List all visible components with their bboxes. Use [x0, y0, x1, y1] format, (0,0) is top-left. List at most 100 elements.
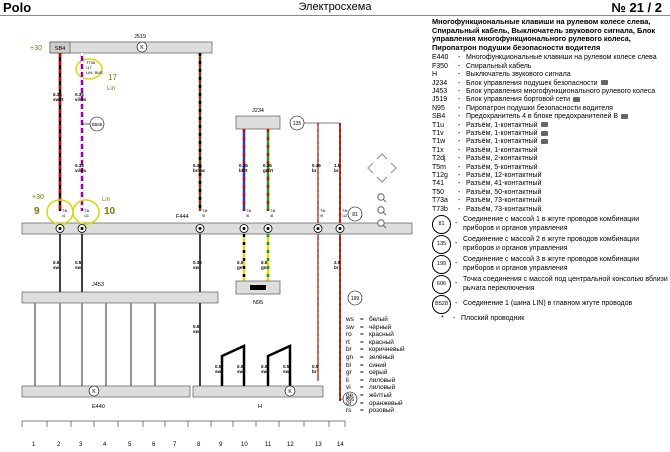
color-code: vi: [346, 384, 351, 392]
color-eq: =: [360, 353, 364, 361]
legend-desc: Соединение с массой 3 в жгуте проводов к…: [463, 256, 640, 272]
legend-dash: -: [458, 163, 461, 171]
annot-lin-a: Lin: [107, 86, 115, 92]
legend-dash: -: [458, 96, 461, 104]
node-b568-label: B568: [92, 122, 103, 127]
legend-item: E440-Многофункциональные клавиши на руле…: [432, 54, 668, 62]
color-code: rs: [346, 407, 352, 415]
camera-icon[interactable]: [540, 122, 548, 128]
color-code-row: rs=розовый: [346, 407, 405, 415]
wlabel-11b: sw: [193, 265, 200, 270]
camera-icon[interactable]: [573, 97, 581, 103]
pan-left-icon[interactable]: [367, 162, 374, 174]
connector-label: T4t: [246, 209, 252, 213]
camera-icon[interactable]: [540, 139, 548, 145]
legend-dash: -: [458, 54, 461, 62]
component-legend: Многофункциональные клавиши на рулевом к…: [432, 17, 668, 324]
legend-dash: -: [458, 104, 461, 112]
pan-down-icon[interactable]: [376, 176, 388, 183]
legend-dash: -: [458, 205, 461, 213]
legend-code: T50: [432, 188, 445, 196]
label-j519: J519: [134, 34, 146, 40]
t73b-pin: /17: [86, 65, 92, 70]
legend-code: J234: [432, 79, 448, 87]
legend-dash: -: [458, 138, 461, 146]
wlabel-4b: br/sw: [193, 168, 205, 173]
legend-dash: -: [455, 220, 458, 228]
color-eq: =: [360, 331, 364, 339]
legend-dash: -: [458, 62, 461, 70]
wlabel-21a: 0.5: [312, 364, 319, 369]
legend-code: T41: [432, 180, 445, 188]
cell-number: 10: [241, 442, 248, 448]
module-h: [192, 385, 324, 398]
wlabel-16b: sw: [215, 369, 222, 374]
legend-item: T73b-Разъём, 73-контактный: [432, 206, 668, 214]
wlabel-15a: 2.5: [334, 260, 341, 265]
camera-icon[interactable]: [600, 80, 608, 86]
color-name: лиловый: [369, 376, 396, 384]
legend-item: SB4-Предохранитель 4 в блоке предохранит…: [432, 113, 668, 121]
label-j453: J453: [92, 282, 104, 288]
ground-199: [347, 290, 363, 306]
legend-desc: Многофункциональные клавиши на рулевом к…: [466, 54, 657, 62]
legend-item: T12g-Разъём, 12-контактный: [432, 172, 668, 180]
t73b-bus: LIN, BUS: [86, 70, 103, 75]
wlabel-20b: sw: [193, 329, 200, 334]
color-code-row: ws=белый: [346, 316, 405, 324]
legend-item: H-Выключатель звукового сигнала: [432, 71, 668, 79]
color-name: оранжевый: [369, 399, 403, 407]
annot-17: 17: [108, 73, 117, 82]
wlabel-13b: ge: [237, 265, 243, 270]
zoom-in-icon[interactable]: [377, 193, 387, 203]
cell-number: 9: [219, 442, 223, 448]
cell-number: 3: [79, 442, 83, 448]
cell-number: 7: [173, 442, 177, 448]
bus-label: F444: [176, 214, 189, 220]
color-eq: =: [360, 391, 364, 399]
annot-9: 9: [34, 206, 40, 217]
legend-desc: Блок управления многофункционального рул…: [466, 88, 656, 95]
legend-desc: Соединение с массой 2 в жгуте проводов к…: [463, 236, 640, 252]
wlabel-8b: br: [334, 168, 339, 173]
connector-label: T4t: [202, 209, 208, 213]
wlabel-19b: sw: [283, 369, 290, 374]
connector-pin: /8: [270, 214, 273, 218]
connector-label: T4t: [84, 209, 90, 213]
zoom-reset-icon[interactable]: [377, 206, 387, 216]
zoom-out-icon[interactable]: [377, 219, 387, 229]
ground-199-label: 199: [351, 296, 360, 302]
wlabel-15b: br: [334, 265, 339, 270]
camera-icon[interactable]: [621, 113, 628, 119]
zoom-controls[interactable]: [367, 153, 397, 240]
legend-item: J453-Блок управления многофункциональног…: [432, 88, 668, 96]
color-code: gr: [346, 369, 352, 377]
ground-circle-icon: B528: [432, 295, 451, 315]
color-code: sw: [346, 323, 354, 331]
camera-icon[interactable]: [540, 130, 548, 136]
connector-pin: /6: [246, 214, 249, 218]
wlabel-2b: vi/ws: [75, 97, 87, 102]
label-e440: E440: [92, 404, 105, 410]
legend-item: T5m-Разъём, 5-контактный: [432, 164, 668, 172]
legend-desc: Разъём, 1-контактный: [466, 138, 548, 146]
color-eq: =: [360, 316, 364, 323]
pan-right-icon[interactable]: [390, 162, 397, 174]
color-code-row: gr=серый: [346, 369, 405, 377]
module-e440: [21, 385, 191, 398]
page-number: № 21 / 2: [611, 0, 662, 15]
legend-code: J519: [432, 96, 448, 104]
label-h: H: [258, 404, 262, 410]
legend-code: J453: [432, 88, 448, 95]
n95-element: [250, 285, 266, 290]
color-name: жёлтый: [369, 391, 392, 399]
legend-dash: -: [458, 155, 461, 163]
pan-up-icon[interactable]: [376, 153, 388, 160]
legend-dash: -: [458, 180, 461, 188]
wlabel-18b: sw: [261, 369, 268, 374]
legend-code: SB4: [432, 113, 446, 121]
legend-dash: -: [458, 113, 461, 121]
color-code: ge: [346, 391, 354, 399]
wlabel-2a: 0.35: [75, 92, 84, 97]
